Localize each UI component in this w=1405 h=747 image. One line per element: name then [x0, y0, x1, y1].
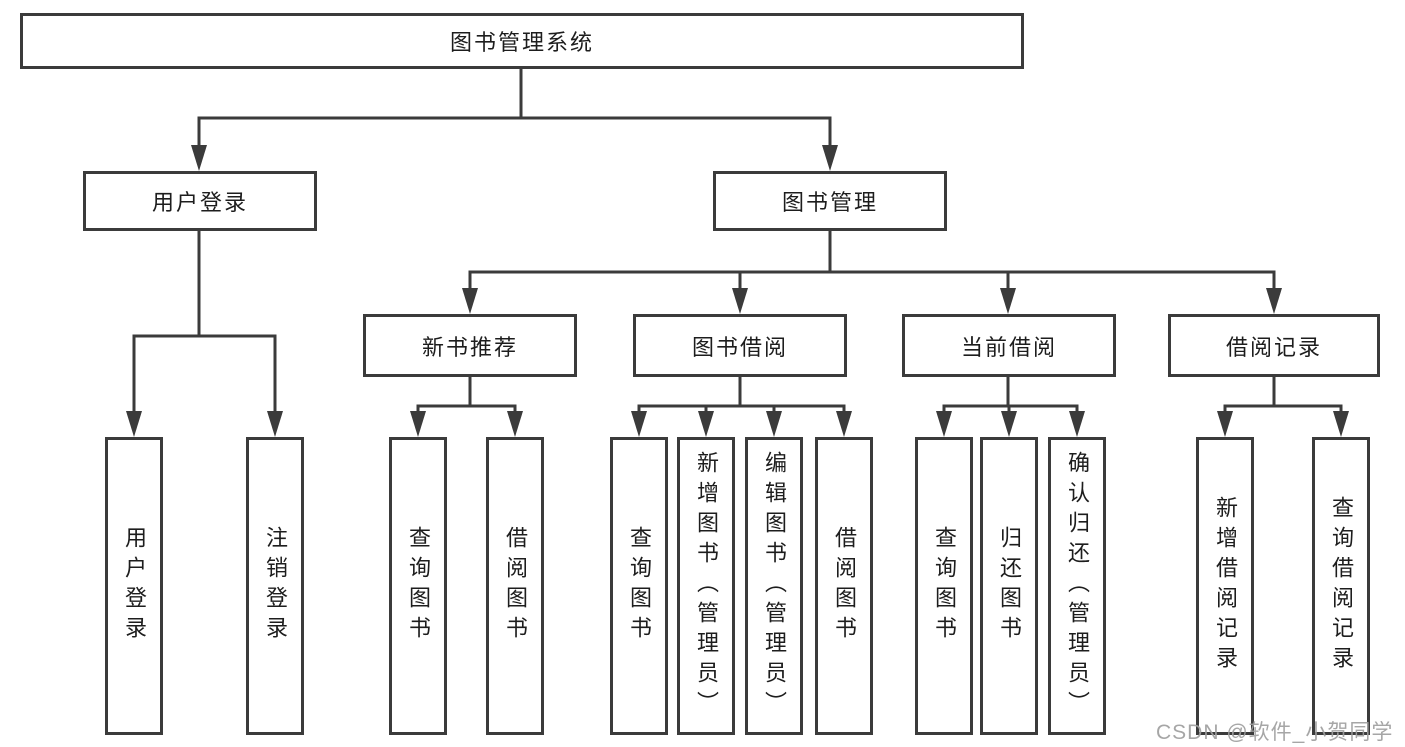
arrowheads	[126, 145, 1349, 437]
node-leaf-query-borrow-record: 查询借阅记录	[1312, 437, 1370, 735]
node-book-management: 图书管理	[713, 171, 947, 231]
csdn-watermark: CSDN @软件_小贺同学	[1156, 721, 1394, 744]
node-leaf-borrow-books-recommend: 借阅图书	[486, 437, 544, 735]
node-borrowing-records: 借阅记录	[1168, 314, 1380, 377]
node-leaf-edit-books-admin: 编辑图书（管理员）	[745, 437, 803, 735]
node-leaf-query-books-current: 查询图书	[915, 437, 973, 735]
node-current-borrowing: 当前借阅	[902, 314, 1116, 377]
node-book-borrowing: 图书借阅	[633, 314, 847, 377]
node-leaf-query-books-borrowing: 查询图书	[610, 437, 668, 735]
node-leaf-add-borrow-record: 新增借阅记录	[1196, 437, 1254, 735]
node-leaf-user-login: 用户登录	[105, 437, 163, 735]
node-library-management-system: 图书管理系统	[20, 13, 1024, 69]
node-leaf-borrow-books-borrowing: 借阅图书	[815, 437, 873, 735]
node-leaf-confirm-return-admin: 确认归还（管理员）	[1048, 437, 1106, 735]
node-leaf-add-books-admin: 新增图书（管理员）	[677, 437, 735, 735]
node-leaf-return-books: 归还图书	[980, 437, 1038, 735]
node-leaf-logout: 注销登录	[246, 437, 304, 735]
node-user-login: 用户登录	[83, 171, 317, 231]
node-leaf-query-books-recommend: 查询图书	[389, 437, 447, 735]
node-new-book-recommendation: 新书推荐	[363, 314, 577, 377]
